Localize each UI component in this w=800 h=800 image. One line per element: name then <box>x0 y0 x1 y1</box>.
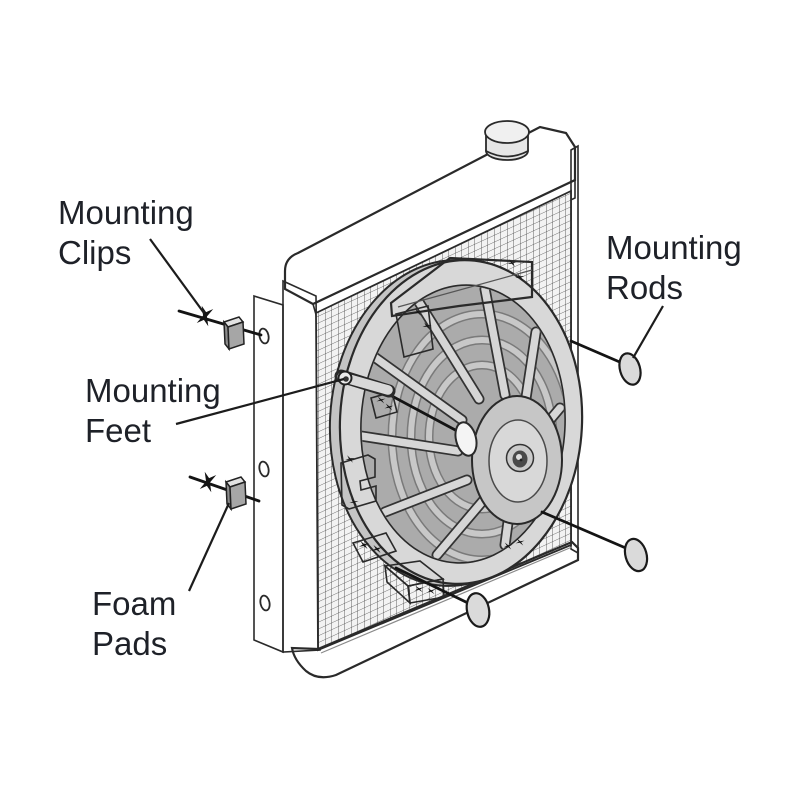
label-line: Clips <box>58 234 132 271</box>
fan-mounting-foot-bottom <box>351 532 398 563</box>
clip-pad-assemblies <box>177 305 263 512</box>
side-flange <box>253 294 284 654</box>
fan-bottom-bracket <box>383 560 445 606</box>
mounting-rod <box>569 339 624 365</box>
mounting-rod-left <box>177 309 263 337</box>
radiator-cap <box>484 120 530 161</box>
mounting-rod <box>394 566 472 606</box>
flange-hole <box>259 594 271 612</box>
fan-mounting-foot-top <box>334 369 398 419</box>
radiator-top-tank <box>283 125 577 306</box>
label-line: Pads <box>92 625 168 662</box>
mounting-rod-left <box>188 475 261 503</box>
radiator-left-side <box>282 279 321 653</box>
leader-lines <box>149 238 664 592</box>
label-foam-pads: Foam Pads <box>92 584 176 664</box>
leader-mounting-clips <box>149 238 205 314</box>
leader-foam-pads <box>187 502 231 592</box>
fan-assembly <box>328 256 584 606</box>
leader-mounting-rods <box>632 305 664 359</box>
label-line: Foam <box>92 585 177 622</box>
label-line: Mounting <box>85 372 221 409</box>
mounting-rod <box>540 510 630 551</box>
flange-hole <box>258 460 270 478</box>
label-mounting-clips: Mounting Clips <box>58 193 194 273</box>
fan-mounting-foot-middle <box>340 454 377 510</box>
fan-top-bracket <box>389 256 534 359</box>
label-line: Mounting <box>606 229 742 266</box>
label-line: Mounting <box>58 194 194 231</box>
mounting-clip <box>196 305 214 327</box>
mounting-rod-disc <box>465 592 491 628</box>
mounting-clip <box>199 471 217 493</box>
foam-pad <box>222 316 245 352</box>
mounting-rod-disc <box>618 352 642 386</box>
flange-hole <box>258 327 270 345</box>
mounting-rods <box>394 339 649 628</box>
label-line: Feet <box>85 412 152 449</box>
radiator-bottom-tank <box>290 540 580 679</box>
mounting-rod-disc <box>623 537 649 573</box>
radiator-bottom-tank-rim <box>320 546 573 654</box>
fan-hub <box>471 395 563 525</box>
leader-mounting-feet <box>175 377 345 426</box>
label-line: Rods <box>606 269 684 306</box>
label-mounting-feet: Mounting Feet <box>85 371 221 451</box>
foam-pad <box>224 476 247 512</box>
mounting-rod-head-oval <box>454 421 478 457</box>
label-mounting-rods: Mounting Rods <box>606 228 742 308</box>
